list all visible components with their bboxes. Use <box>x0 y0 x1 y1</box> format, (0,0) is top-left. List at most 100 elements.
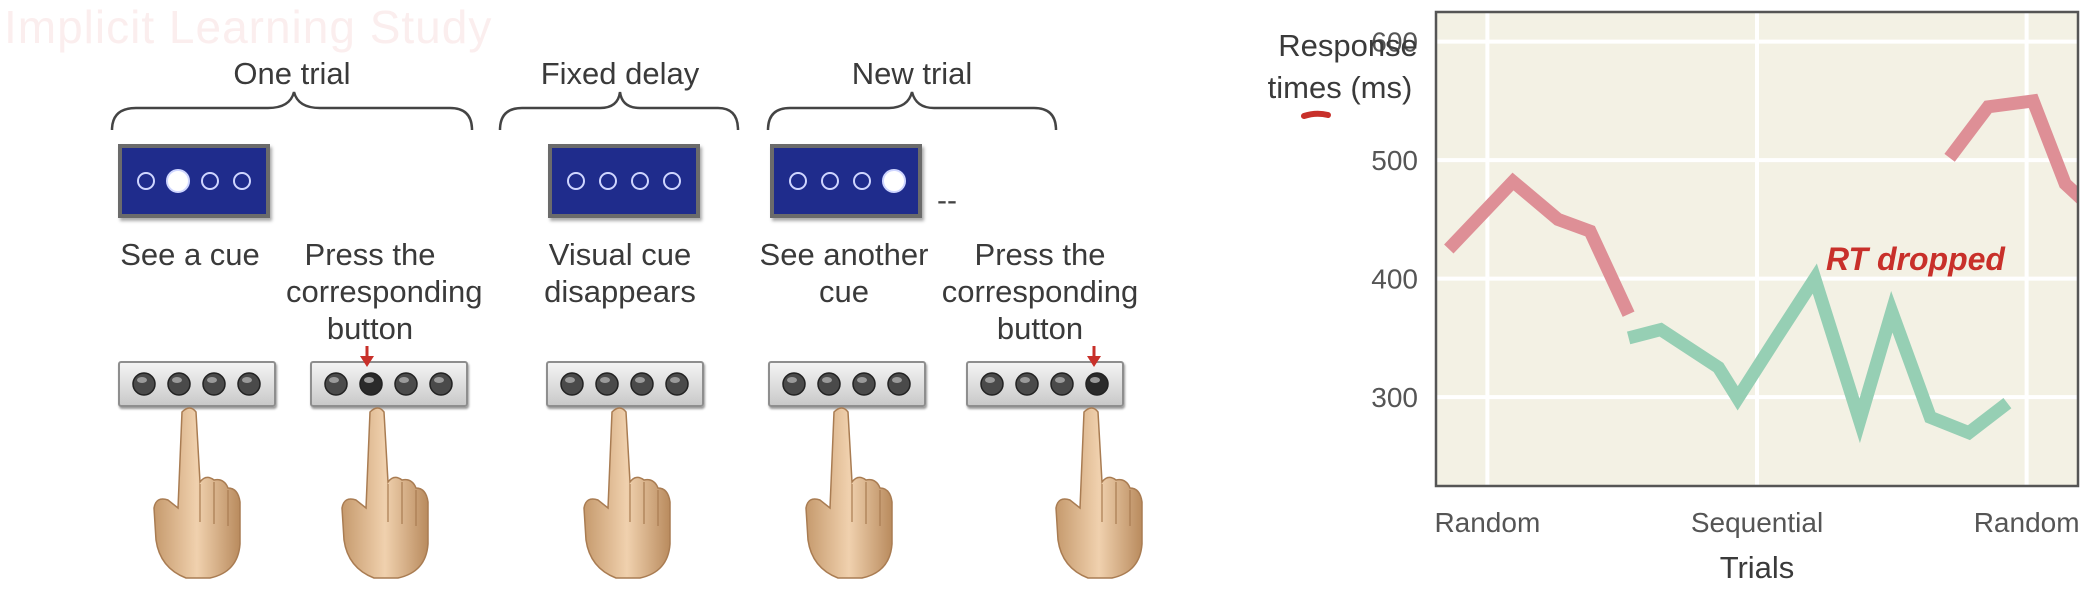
caption-cue-disappears: Visual cue disappears <box>544 237 696 309</box>
plot-frame <box>1434 10 2080 488</box>
keypad-4 <box>768 361 926 407</box>
button-highlight <box>1090 377 1100 383</box>
press-arrow-icon <box>360 346 374 367</box>
cue-lights <box>789 169 906 193</box>
keypad-button <box>887 372 911 396</box>
keypad-button <box>595 372 619 396</box>
y-tick-label: 600 <box>1371 27 1418 58</box>
hand-icon <box>153 407 241 579</box>
group-label-one-trial: One trial <box>233 56 351 91</box>
series-line-sequential <box>1626 263 2012 444</box>
cue-light-off <box>201 172 219 190</box>
button-highlight <box>434 377 444 383</box>
button-highlight <box>137 377 147 383</box>
keypad-buttons <box>980 372 1109 396</box>
cue-screen-2 <box>548 144 700 218</box>
x-tick-label: Sequential <box>1691 507 1823 538</box>
series-line-random <box>1444 172 1635 317</box>
ink-underline <box>1301 110 1331 119</box>
cue-light-off <box>631 172 649 190</box>
keypad-button <box>394 372 418 396</box>
keypad-button <box>1085 372 1109 396</box>
cue-screen-1 <box>118 144 270 218</box>
y-tick-label: 300 <box>1371 382 1418 413</box>
keypad-button <box>202 372 226 396</box>
keypad-button <box>665 372 689 396</box>
hand-pressing-icon <box>341 407 429 579</box>
button-highlight <box>670 377 680 383</box>
cue-light-off <box>137 172 155 190</box>
series-line-random <box>1944 93 2078 205</box>
button-highlight <box>242 377 252 383</box>
y-tick-label: 500 <box>1371 145 1418 176</box>
keypad-button <box>237 372 261 396</box>
keypad-2 <box>310 361 468 407</box>
press-arrow-icon <box>1087 346 1101 367</box>
keypad-button <box>167 372 191 396</box>
y-axis-label: times (ms) <box>1268 70 1413 105</box>
y-tick-label: 400 <box>1371 264 1418 295</box>
keypad-5 <box>966 361 1124 407</box>
button-highlight <box>1020 377 1030 383</box>
hand-icon <box>805 407 893 579</box>
cue-light-off <box>821 172 839 190</box>
group-braces <box>110 91 1058 131</box>
cue-light-on <box>166 169 190 193</box>
button-highlight <box>399 377 409 383</box>
cue-light-off <box>853 172 871 190</box>
group-label-new-trial: New trial <box>851 56 973 91</box>
x-tick-label: Random <box>1974 507 2080 538</box>
keypad-buttons <box>132 372 261 396</box>
keypad-3 <box>546 361 704 407</box>
keypad-button <box>359 372 383 396</box>
brace-one-trial <box>110 91 474 131</box>
hand-icon <box>583 407 671 579</box>
button-highlight <box>600 377 610 383</box>
keypad-buttons <box>560 372 689 396</box>
button-highlight <box>985 377 995 383</box>
annotation-rt-dropped: RT dropped <box>1826 241 2006 277</box>
keypad-button <box>1015 372 1039 396</box>
keypad-button <box>782 372 806 396</box>
cue-light-off <box>599 172 617 190</box>
cue-light-off <box>789 172 807 190</box>
button-highlight <box>172 377 182 383</box>
cue-screen-3 <box>770 144 922 218</box>
button-highlight <box>565 377 575 383</box>
cue-light-off <box>663 172 681 190</box>
button-highlight <box>892 377 902 383</box>
keypad-buttons <box>324 372 453 396</box>
keypad-button <box>1050 372 1074 396</box>
keypad-buttons <box>782 372 911 396</box>
group-label-fixed-delay: Fixed delay <box>540 56 700 91</box>
keypad-button <box>817 372 841 396</box>
keypad-button <box>980 372 1004 396</box>
keypad-1 <box>118 361 276 407</box>
caption-see-another-cue: See another cue <box>759 237 929 309</box>
button-highlight <box>822 377 832 383</box>
faded-title: Implicit Learning Study <box>4 1 493 53</box>
brace-new-trial <box>766 91 1058 131</box>
x-tick-label: Random <box>1434 507 1540 538</box>
button-highlight <box>1055 377 1065 383</box>
brace-fixed-delay <box>498 91 740 131</box>
button-highlight <box>635 377 645 383</box>
button-highlight <box>857 377 867 383</box>
x-axis-label: Trials <box>1720 550 1795 585</box>
keypad-button <box>324 372 348 396</box>
y-axis-label: Response <box>1278 28 1418 63</box>
caption-press-button-1: Press the corresponding button <box>286 237 483 346</box>
button-highlight <box>364 377 374 383</box>
cue-light-off <box>567 172 585 190</box>
keypad-button <box>852 372 876 396</box>
cue-lights <box>137 169 251 193</box>
continuation-dashes: -- <box>937 184 957 217</box>
keypad-button <box>560 372 584 396</box>
keypad-button <box>429 372 453 396</box>
cue-light-off <box>233 172 251 190</box>
cue-light-on <box>882 169 906 193</box>
button-highlight <box>787 377 797 383</box>
button-highlight <box>329 377 339 383</box>
cue-lights <box>567 172 681 190</box>
